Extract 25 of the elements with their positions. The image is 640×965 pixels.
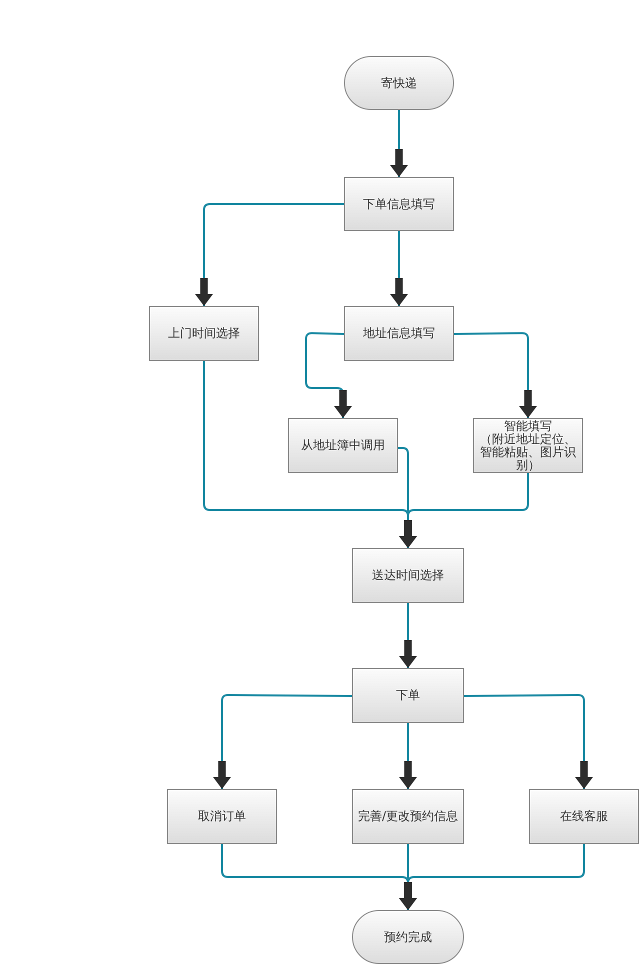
process-box: 上门时间选择: [149, 306, 259, 361]
connector-arrow: [390, 110, 408, 177]
process-box: 下单信息填写: [344, 177, 454, 231]
process-box: 从地址簿中调用: [288, 418, 398, 473]
connector-arrow: [195, 203, 344, 306]
box-heading: 智能填写: [504, 420, 552, 432]
process-box: 送达时间选择: [352, 548, 464, 603]
connector-arrow: [213, 694, 352, 789]
connector-arrow: [399, 844, 585, 910]
process-box: 地址信息填写: [344, 306, 454, 361]
connector-arrow: [305, 332, 352, 418]
process-box: 取消订单: [167, 789, 277, 844]
connector-arrow: [399, 473, 529, 548]
connector-arrow: [399, 603, 417, 668]
terminal-pill: 寄快递: [344, 56, 454, 110]
process-box: 下单: [352, 668, 464, 723]
terminal-pill: 预约完成: [352, 910, 464, 964]
connector-arrow: [390, 231, 408, 306]
connector-arrow: [399, 723, 417, 789]
connector-arrow: [464, 694, 593, 789]
box-text: （附近地址定位、智能粘贴、图片识别）: [479, 432, 577, 472]
connector-arrow: [454, 332, 537, 418]
process-box: 在线客服: [529, 789, 639, 844]
process-box: 完善/更改预约信息: [352, 789, 464, 844]
process-box: [473, 418, 583, 473]
